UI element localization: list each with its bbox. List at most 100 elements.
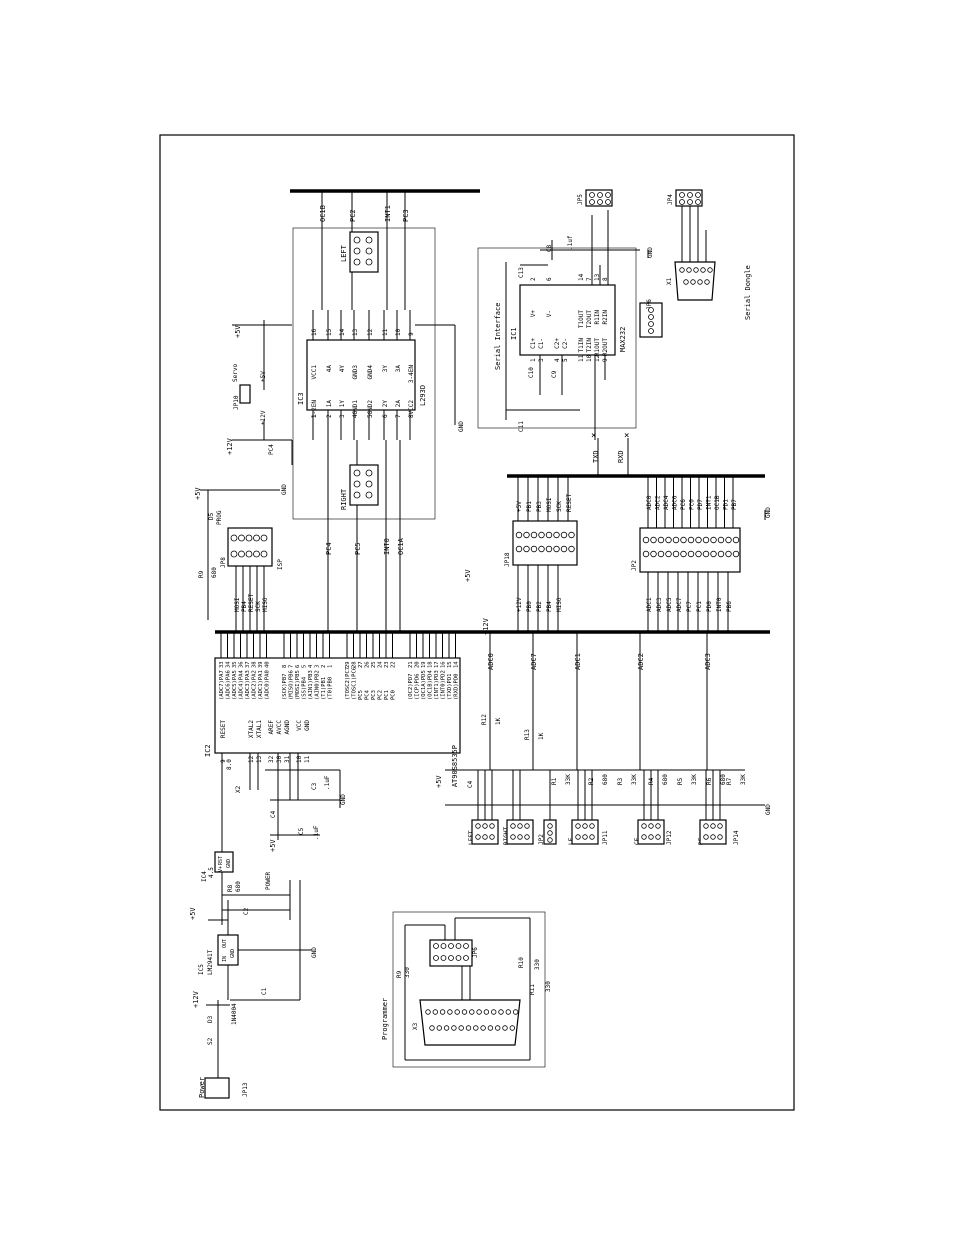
max232-top-pin-label: V+	[530, 310, 537, 318]
isp-pin	[260, 550, 268, 558]
sensor-res-label: R5	[677, 777, 684, 785]
jumper-pin	[589, 192, 595, 198]
sensor-jumper-pin	[475, 823, 481, 829]
jp2-pin	[672, 536, 680, 544]
mcu-port-pin-label: (ADC4)PA4	[239, 670, 245, 700]
mcu-left-pin-label: AVCC	[276, 720, 283, 735]
jp18-pin	[538, 531, 545, 539]
reset-gnd: GND	[226, 859, 232, 868]
sensor-res-value: 1K	[495, 717, 502, 725]
driver-bottom-pin-label: VCC2	[408, 400, 415, 415]
mcu-port-pin-label: (TOSC2)PC7	[345, 667, 351, 700]
jp2-left-label: ADC5	[666, 597, 673, 612]
sensor-jumper-pin	[641, 834, 647, 840]
jumper-jp4: JP4	[667, 194, 674, 205]
jp18-pin	[515, 531, 523, 539]
programmer-header-pin	[440, 943, 447, 949]
sensor-jumper-label: JP12	[666, 830, 673, 845]
mcu-port-pin-label: (OC1B)PD4	[428, 670, 434, 700]
mcu-port-pin-num: 26	[365, 661, 371, 668]
jp2-right-label: PC0	[689, 499, 696, 510]
isp-pin	[253, 534, 260, 542]
jp2-right-label: PD7	[697, 499, 704, 510]
sensor-jumper-pin	[717, 834, 723, 840]
jp2-pin	[650, 550, 657, 558]
max232-bottom-pin-num: 12	[594, 354, 601, 362]
jp18-pin	[553, 531, 560, 539]
driver-bottom-pin-num: 7	[395, 414, 402, 418]
driver-bottom-pin-label: GND1	[352, 400, 359, 415]
sensor-res-label: R13	[524, 729, 531, 740]
jp2-pin	[702, 536, 710, 544]
db25-pin	[465, 1025, 472, 1031]
max232-top-pin-label: T2OUT	[586, 310, 593, 328]
mcu-left-pin-num: 31	[284, 755, 291, 763]
max-gnd: GND	[647, 247, 654, 258]
servo-ref: JP10	[233, 395, 240, 410]
driver-bottom-pin-num: 5	[367, 414, 374, 418]
jp2-header: JP18 JP2 ADC1ADC3ADC5ADC7PC7PC1PD0INT0PB…	[631, 476, 741, 632]
max232-bottom-pin-num: 3	[538, 358, 545, 362]
sensor-jumper-pin	[589, 834, 595, 840]
jp18-pin	[568, 545, 575, 553]
net-rxd-x: ×	[624, 431, 629, 441]
mcu-port-pin-num: 22	[391, 661, 397, 668]
db25-pin	[469, 1009, 475, 1015]
driver-net-label: OC1A	[397, 537, 405, 555]
driver-net-label: OC1B	[319, 205, 327, 222]
jp18-pin	[530, 531, 538, 539]
reg-in: IN	[222, 956, 228, 962]
crystal-ref: X2	[235, 785, 242, 793]
motor-right-pin	[353, 469, 361, 477]
jumper-pin	[648, 314, 654, 320]
motor-left-pin	[365, 236, 373, 244]
jp18-pin	[553, 545, 560, 553]
isp-pin	[260, 534, 268, 542]
cap-c13: C13	[518, 267, 525, 278]
max232-bottom-pin-label: C2+	[554, 338, 561, 349]
programmer-header-pin	[433, 955, 439, 961]
sensor-jumper-pin	[703, 823, 709, 829]
mcu-port-pin-label: (MOSI)PB5	[295, 670, 301, 700]
servo-plus12v-sym: +12V	[226, 437, 234, 455]
motor-left-connector: LEFT	[340, 231, 379, 273]
jp2-pin	[642, 536, 650, 544]
max232-bottom-pin-label: R2OUT	[602, 338, 609, 356]
jp2-right-label: INT1	[706, 495, 713, 510]
programmer-header-pin	[463, 943, 469, 949]
mcu-left-pin-num: 10	[296, 755, 303, 763]
sensor-jumper-pin	[582, 823, 588, 829]
jp18-5v: +5V	[464, 569, 472, 582]
sensor-res-label: R6	[706, 777, 713, 785]
reg-out: OUT	[222, 939, 228, 948]
regulator-ref: IC5	[198, 964, 205, 975]
jumper-jp6: JP6	[646, 299, 653, 310]
reset-ic: IC4	[201, 871, 208, 882]
jp2-pin	[665, 536, 672, 544]
max232-caps: C13 C10 C9 C11 C8 .1uf GND	[518, 235, 654, 432]
db25-pin	[447, 1009, 453, 1015]
max232-bottom-pin-num: 5	[562, 358, 569, 362]
mcu-left-pin-label: VCC	[296, 720, 303, 731]
bus-gnd: GND	[765, 507, 772, 518]
driver-bottom-pin-num: 1	[311, 414, 318, 418]
db25-pin	[443, 1025, 450, 1031]
jp2-right-label: PC6	[680, 499, 687, 510]
driver-ic3: IC3 L293D VCC1164A154Y14GND313GND4123Y11…	[297, 328, 427, 418]
mcu-port-pin-num: 1	[328, 665, 334, 668]
mcu-left-pins: RESET9XTAL212XTAL113AREF32AVCC30AGND31VC…	[220, 720, 311, 763]
driver-block	[292, 227, 436, 520]
isp-pin	[238, 550, 245, 558]
sensor-jumper-pin	[547, 823, 553, 829]
jp2-pin	[680, 550, 687, 558]
power-cap: C1	[261, 987, 268, 995]
jumper-pin	[695, 199, 701, 205]
serial-nets: TXD RXD × ×	[591, 431, 629, 476]
dongle-x1: X1 Serial Dongle	[666, 206, 752, 320]
mcu-port-pin-num: 18	[428, 661, 434, 668]
db25-pin	[451, 1025, 457, 1031]
db25-pin	[432, 1009, 438, 1015]
mcu-port-pin-num: 25	[371, 661, 377, 668]
jp2-left-label: INT0	[716, 597, 723, 612]
driver-top-pin-num: 16	[311, 328, 318, 336]
